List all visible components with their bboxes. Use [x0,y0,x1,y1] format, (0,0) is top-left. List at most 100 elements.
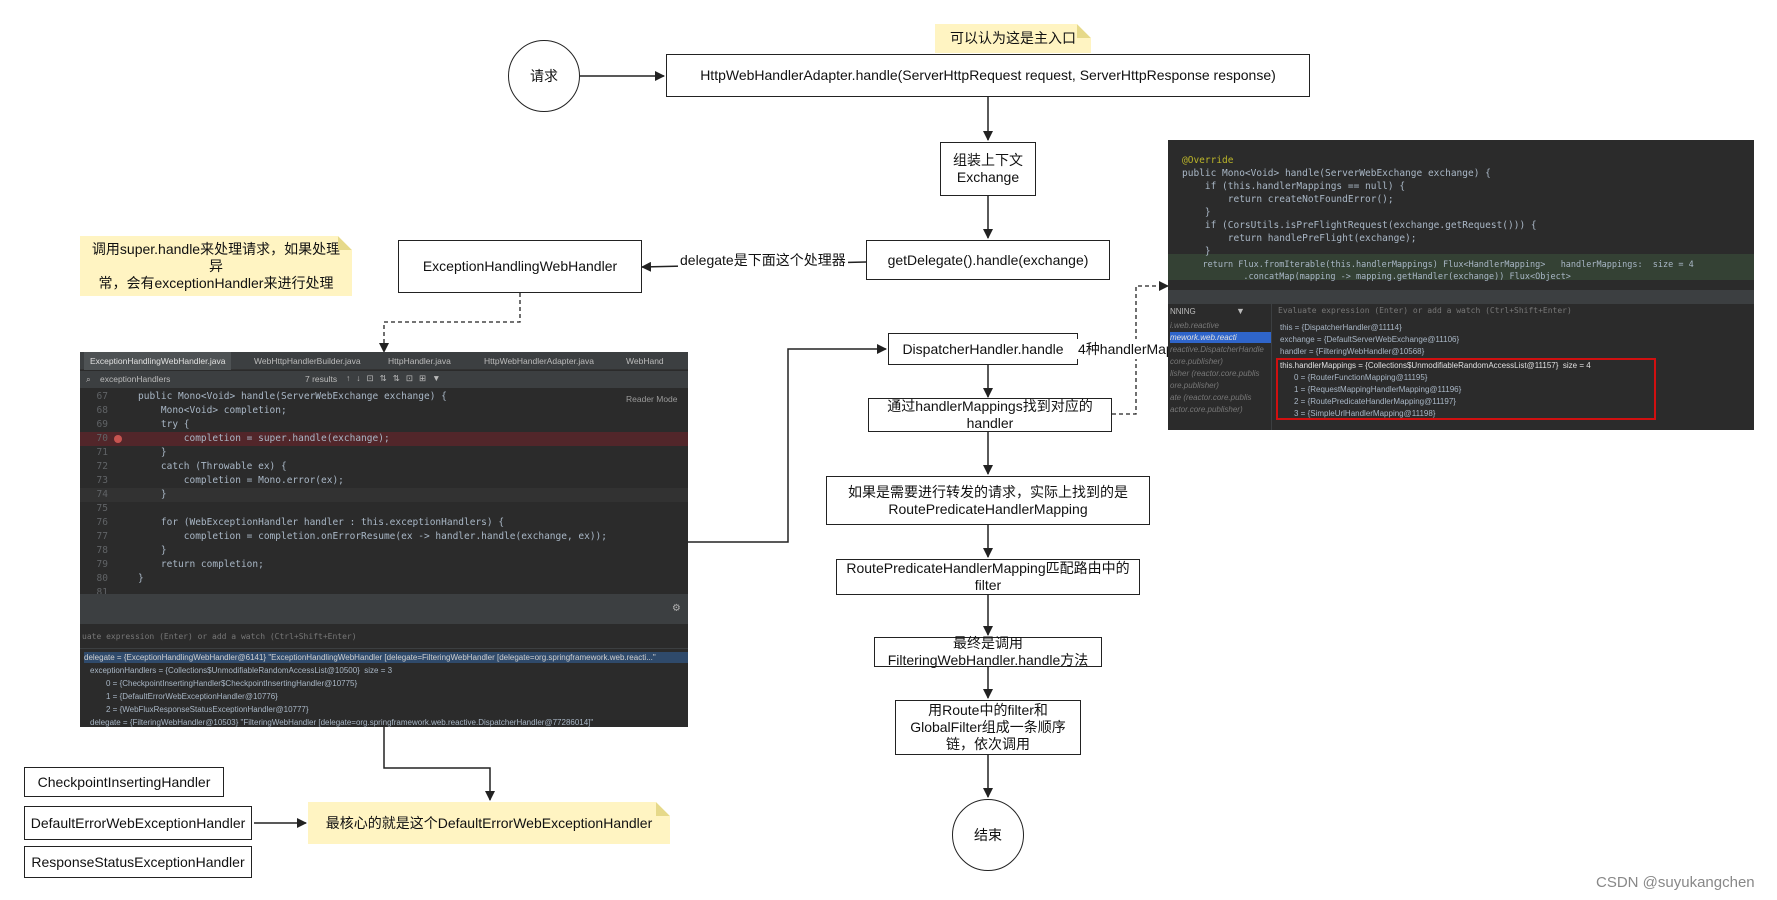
get-delegate-node: getDelegate().handle(exchange) [866,240,1110,280]
handler-mappings-highlight [1276,358,1656,420]
find-handler-node: 通过handlerMappings找到对应的 handler [868,398,1112,432]
find-nav-icons[interactable]: ↑↓⊡⇅⇅⊡⊞▼ [346,373,447,383]
code-line: .concatMap(mapping -> mapping.getHandler… [1182,272,1571,282]
code-line: 70 completion = super.handle(exchange); [96,433,390,444]
frames-panel: NNING ▼ i.web.reactive mework.web.reacti… [1168,304,1272,430]
checkpoint-handler-box: CheckpointInsertingHandler [24,767,224,797]
var-row[interactable]: 3 = {SimpleUrlHandlerMapping@11198} [1294,409,1436,418]
tab-exception-handling[interactable]: ExceptionHandlingWebHandler.java [84,352,232,370]
frames-header: NNING [1170,307,1196,316]
code-line: 71 } [96,447,167,458]
var-row[interactable]: exceptionHandlers = {Collections$Unmodif… [90,666,393,675]
code-line: 72 catch (Throwable ex) { [96,461,287,472]
left-ide-screenshot: ExceptionHandlingWebHandler.java WebHttp… [80,352,688,727]
route-predicate-node: 如果是需要进行转发的请求，实际上找到的是 RoutePredicateHandl… [826,476,1150,525]
code-line: } [1182,246,1211,257]
code-line: if (CorsUtils.isPreFlightRequest(exchang… [1182,220,1537,231]
code-line: } [1182,207,1211,218]
variables-panel: this = {DispatcherHandler@11114} exchang… [1272,320,1754,430]
code-line: 74 } [96,489,167,500]
code-line: 78 } [96,545,167,556]
filter-icon[interactable]: ▼ [1236,306,1245,316]
breakpoint-line-highlight [80,432,688,446]
var-row[interactable]: 1 = {DefaultErrorWebExceptionHandler@107… [106,692,278,701]
code-area [80,390,688,606]
variables-panel: delegate = {ExceptionHandlingWebHandler@… [80,648,688,727]
frame-row[interactable]: core.publisher) [1170,357,1223,366]
filtering-node: 最终是调用 FilteringWebHandler.handle方法 [874,635,1102,668]
frame-row[interactable]: actor.core.publisher) [1170,405,1243,414]
var-row[interactable]: 2 = {RoutePredicateHandlerMapping@11197} [1294,397,1456,406]
code-line: return createNotFoundError(); [1182,194,1394,205]
dispatcher-node: DispatcherHandler.handle [888,333,1078,365]
eval-input[interactable]: Evaluate expression (Enter) or add a wat… [1278,306,1572,315]
code-line: return Flux.fromIterable(this.handlerMap… [1182,260,1694,270]
breakpoint-icon[interactable] [114,435,122,443]
return-line-highlight [1168,254,1754,280]
caret-line-highlight [80,488,688,502]
var-row[interactable]: 0 = {RouterFunctionMapping@11195} [1294,373,1428,382]
code-line: 69 try { [96,419,190,430]
reader-mode-label[interactable]: Reader Mode [626,394,678,404]
search-icon: ⌕ [86,374,91,384]
delegate-edge-label: delegate是下面这个处理器 [678,250,848,270]
code-line: 81 [96,587,108,598]
code-line: 68 Mono<Void> completion; [96,405,287,416]
main-entry-note: 可以认为这是主入口 [935,24,1091,53]
chain-node: 用Route中的filter和 GlobalFilter组成一条顺序 链，依次调… [895,700,1081,755]
code-line: 80} [96,573,144,584]
var-row[interactable]: exchange = {DefaultServerWebExchange@111… [1280,335,1460,344]
var-row[interactable]: this.handlerMappings = {Collections$Unmo… [1280,361,1591,370]
tab-adapter[interactable]: HttpWebHandlerAdapter.java [484,356,594,366]
core-handler-note: 最核心的就是这个DefaultErrorWebExceptionHandler [308,802,670,844]
tab-httphandler[interactable]: HttpHandler.java [388,356,451,366]
watermark: CSDN @suyukangchen [1596,874,1755,891]
response-status-handler-box: ResponseStatusExceptionHandler [24,846,252,878]
end-node: 结束 [952,799,1024,871]
match-route-node: RoutePredicateHandlerMapping匹配路由中的 filte… [836,559,1140,595]
code-line: return handlePreFlight(exchange); [1182,233,1417,244]
tab-bar: ExceptionHandlingWebHandler.java WebHttp… [80,352,688,370]
code-line: if (this.handlerMappings == null) { [1182,181,1406,192]
edge-ide-handlers [383,727,495,801]
super-handle-note: 调用super.handle来处理请求，如果处理异 常，会有exceptionH… [80,236,352,296]
var-row[interactable]: delegate = {FilteringWebHandler@10503} "… [90,718,594,727]
frame-row[interactable]: mework.web.reacti [1170,332,1271,343]
var-row[interactable]: this = {DispatcherHandler@11114} [1280,323,1402,332]
default-error-handler-box: DefaultErrorWebExceptionHandler [24,806,252,840]
frame-row[interactable]: i.web.reactive [1170,321,1219,330]
frame-row[interactable]: lisher (reactor.core.publis [1170,369,1260,378]
tab-webhttp-builder[interactable]: WebHttpHandlerBuilder.java [254,356,361,366]
code-line: 79 return completion; [96,559,264,570]
code-line: 76 for (WebExceptionHandler handler : th… [96,517,505,528]
code-line: 73 completion = Mono.error(ex); [96,475,344,486]
edge-ide-dispatcher [688,344,887,543]
find-input[interactable]: exceptionHandlers [100,374,171,384]
find-results-count: 7 results [305,374,338,384]
frame-row[interactable]: ore.publisher) [1170,381,1219,390]
var-row[interactable]: 2 = {WebFluxResponseStatusExceptionHandl… [106,705,309,714]
var-row[interactable]: 0 = {CheckpointInsertingHandler$Checkpoi… [106,679,358,688]
eval-input[interactable]: uate expression (Enter) or add a watch (… [82,632,357,641]
debugger-toolbar [1168,290,1754,304]
frame-row[interactable]: reactive.DispatcherHandle [1170,345,1264,354]
edge-exception-ide [379,293,521,353]
frame-row[interactable]: ate (reactor.core.publis [1170,393,1252,402]
var-row[interactable]: delegate = {ExceptionHandlingWebHandler@… [84,652,688,663]
start-node: 请求 [508,40,580,112]
code-line: @Override [1182,155,1234,166]
var-row[interactable]: handler = {FilteringWebHandler@10568} [1280,347,1425,356]
assemble-node: 组装上下文 Exchange [940,142,1036,196]
code-line: public Mono<Void> handle(ServerWebExchan… [1182,168,1491,179]
code-area: @Override public Mono<Void> handle(Serve… [1168,140,1754,282]
adapter-node: HttpWebHandlerAdapter.handle(ServerHttpR… [666,54,1310,97]
code-line: 77 completion = completion.onErrorResume… [96,531,607,542]
var-row[interactable]: 1 = {RequestMappingHandlerMapping@11196} [1294,385,1462,394]
tab-webhand[interactable]: WebHand [626,356,664,366]
gear-icon[interactable]: ⚙ [672,600,680,614]
debugger-toolbar: ⚙ [80,594,688,624]
code-line: 75 [96,503,108,514]
find-bar: ⌕ exceptionHandlers 7 results ↑↓⊡⇅⇅⊡⊞▼ [80,371,688,388]
